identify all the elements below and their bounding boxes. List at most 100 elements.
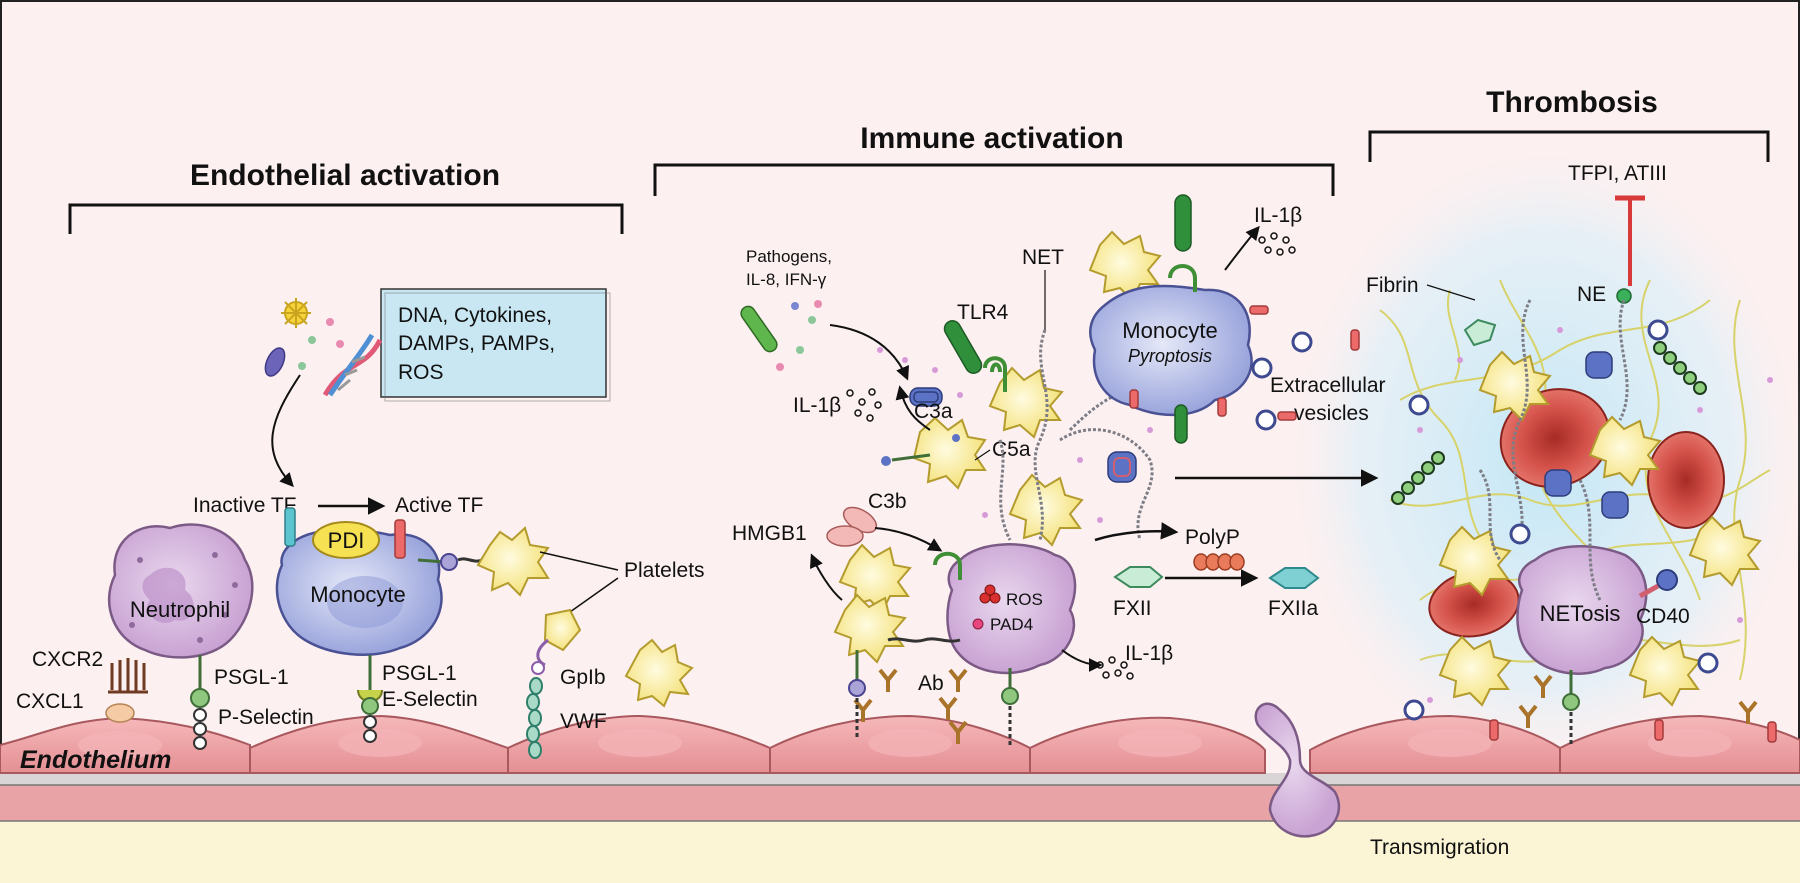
section-title-immune: Immune activation	[860, 122, 1123, 155]
arrow-hmgb1-to-neut	[874, 527, 943, 552]
arrow-pathogens	[829, 324, 910, 381]
cd40-receptor	[1638, 569, 1678, 599]
thrombus-platelets	[1438, 350, 1762, 707]
cytokine-dots-bottom	[1096, 656, 1134, 680]
arrow-to-il1b	[895, 385, 931, 431]
bacterium-rod-3	[1174, 194, 1192, 252]
label-monocyte: Monocyte	[310, 582, 405, 607]
label-cxcl1: CXCL1	[16, 690, 84, 713]
leader-fibrin	[1426, 284, 1476, 301]
label-e-selectin: E-Selectin	[382, 688, 478, 711]
label-c3b: C3b	[868, 490, 907, 513]
cxcr2-receptor-icon	[108, 658, 148, 694]
arrow-trigger-to-tf	[271, 374, 301, 488]
fxii-icon	[1113, 566, 1164, 588]
label-neutrophil: Neutrophil	[130, 597, 230, 622]
platelet-cell-7	[1088, 230, 1162, 302]
monocyte-cell	[275, 528, 443, 656]
platelet-cell-5	[988, 366, 1064, 439]
cxcl1-icon	[105, 703, 135, 723]
c3b-receptor	[881, 453, 931, 466]
label-active-tf: Active TF	[395, 494, 483, 517]
cytokine-dots-top	[1258, 232, 1296, 256]
thrombus-bead-chains	[1391, 341, 1707, 505]
trigger-box	[380, 288, 607, 398]
label-extracellular-2: vesicles	[1294, 402, 1369, 425]
thrombus-anchors	[1562, 670, 1580, 745]
label-p-selectin: P-Selectin	[218, 706, 314, 729]
activated-neutrophil	[946, 543, 1077, 675]
label-cd40: CD40	[1636, 605, 1690, 628]
cytokine-dots-left	[846, 388, 882, 422]
label-ab: Ab	[918, 672, 944, 695]
label-inactive-tf: Inactive TF	[193, 494, 296, 517]
section-title-thrombosis: Thrombosis	[1486, 86, 1658, 119]
platelet-cell-3	[624, 638, 694, 708]
leader-platelets-1	[539, 551, 619, 571]
label-pathogens-1: Pathogens,	[746, 247, 832, 266]
label-il1b-left: IL-1β	[793, 394, 841, 417]
bacterium-rod-4	[1174, 404, 1188, 444]
fxiia-icon	[1268, 567, 1320, 589]
label-net: NET	[1022, 246, 1064, 269]
label-fibrin: Fibrin	[1366, 274, 1419, 297]
bacterium-rod-2	[943, 320, 983, 374]
thrombus-antibodies	[1518, 674, 1758, 728]
trigger-line-3: ROS	[398, 361, 444, 384]
thrombus-net-strands	[1478, 299, 1629, 601]
label-fxii: FXII	[1113, 597, 1152, 620]
label-pathogens-2: IL-8, IFN-γ	[746, 270, 827, 289]
basement-membrane	[0, 773, 1800, 785]
platelet-cell-2	[543, 608, 582, 652]
platelet-neut-tether	[887, 637, 961, 643]
thrombus-tf-receptors	[1489, 719, 1777, 743]
label-extracellular-1: Extracellular	[1270, 374, 1386, 397]
thrombus-nucleosomes	[1544, 351, 1629, 519]
trigger-line-2: DAMPs, PAMPs,	[398, 332, 555, 355]
granule-dots	[877, 327, 1773, 703]
thrombus-vesicles	[1403, 319, 1719, 721]
label-polyp: PolyP	[1185, 526, 1240, 549]
red-blood-cells	[1428, 388, 1725, 638]
pdi-enzyme	[312, 521, 380, 559]
label-c3a: C3a	[914, 400, 953, 423]
label-ne: NE	[1577, 283, 1606, 306]
psgl1-eselectin	[357, 655, 383, 743]
label-monocyte-pyro: Monocyte	[1122, 318, 1217, 343]
arrow-hmgb1	[809, 553, 843, 601]
c3a-fragment	[952, 434, 960, 442]
label-pyroptosis: Pyroptosis	[1128, 346, 1212, 366]
label-il1b-top: IL-1β	[1254, 204, 1302, 227]
label-pdi: PDI	[328, 528, 365, 553]
label-vwf: VWF	[560, 710, 607, 733]
hmgb1-icon	[826, 506, 878, 547]
pyroptosis-tf-receptors	[1129, 305, 1269, 417]
polyp-chain	[1193, 553, 1245, 571]
endo-anchor-immune	[848, 650, 1019, 745]
molecule-dots	[298, 318, 344, 370]
virus-icon	[281, 298, 311, 328]
neutrophil-cell	[107, 523, 254, 659]
bracket-immune	[653, 163, 1335, 196]
label-fxiia: FXIIa	[1268, 597, 1319, 620]
neut-receptors	[933, 551, 962, 580]
dna-icon	[322, 333, 383, 397]
vessel-adventitia	[0, 821, 1800, 883]
label-psgl1-b: PSGL-1	[382, 662, 457, 685]
arrow-to-il1b-top	[1224, 225, 1260, 271]
inhibition-bar	[1615, 195, 1645, 286]
label-psgl1-a: PSGL-1	[214, 666, 289, 689]
label-netosis: NETosis	[1540, 601, 1621, 626]
leader-platelets-2	[569, 577, 619, 613]
platelet-cell-4	[912, 416, 987, 490]
pathogen-dots	[776, 300, 822, 371]
label-c5a: C5a	[992, 438, 1031, 461]
thrombus-fxii	[1463, 318, 1497, 347]
gplb-vwf-anchor	[526, 638, 549, 759]
platelet-cell-1	[476, 526, 550, 597]
bracket-endothelial	[68, 203, 624, 234]
label-tfpi: TFPI, ATIII	[1568, 162, 1667, 185]
section-title-endothelial: Endothelial activation	[190, 159, 500, 192]
